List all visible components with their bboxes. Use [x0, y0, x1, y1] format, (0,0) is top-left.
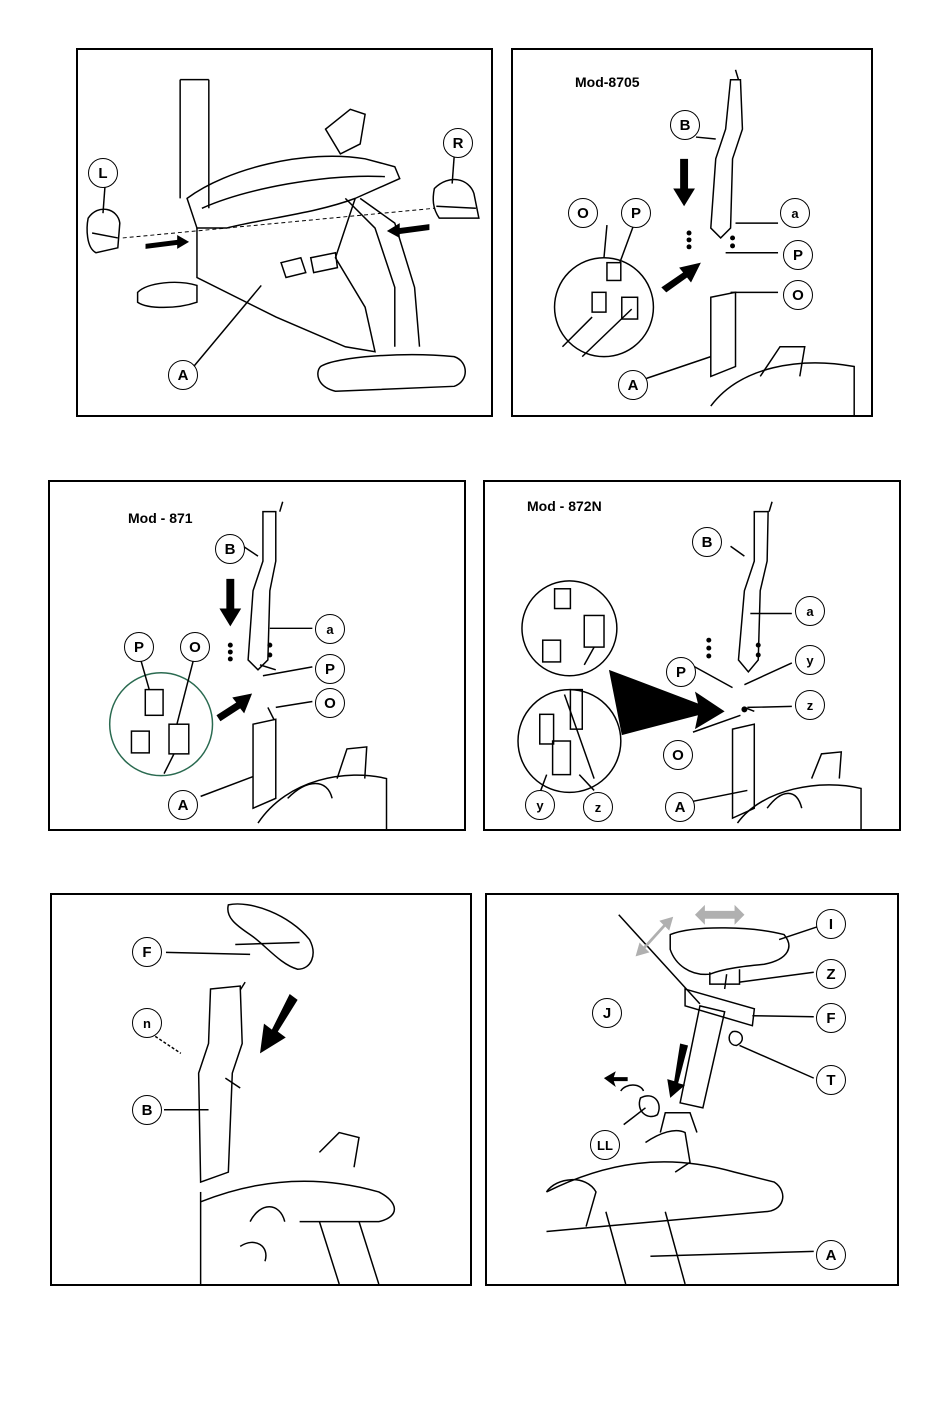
label-P: P — [783, 240, 813, 270]
post-connection-drawing-872n — [485, 482, 899, 829]
label-A: A — [816, 1240, 846, 1270]
label-a: a — [315, 614, 345, 644]
label-B: B — [670, 110, 700, 140]
panel-mod-8705: Mod-8705 B O P a P O A — [511, 48, 873, 417]
label-B: B — [132, 1095, 162, 1125]
label-LL: LL — [590, 1130, 620, 1160]
panel-handlebar-mount: F n B — [50, 893, 472, 1286]
label-A: A — [168, 790, 198, 820]
label-z-inset: z — [583, 792, 613, 822]
label-a: a — [780, 198, 810, 228]
label-J: J — [592, 998, 622, 1028]
label-A: A — [618, 370, 648, 400]
panel-seat-mount: I Z J F T LL A — [485, 893, 899, 1286]
label-O: O — [783, 280, 813, 310]
handlebar-mount-drawing — [52, 895, 470, 1284]
panel-mod-871: Mod - 871 B a P O P O A — [48, 480, 466, 831]
label-L: L — [88, 158, 118, 188]
label-B: B — [215, 534, 245, 564]
label-B: B — [692, 527, 722, 557]
panel-mod-872n: Mod - 872N B a P y z O A y z — [483, 480, 901, 831]
label-A: A — [168, 360, 198, 390]
label-F: F — [132, 937, 162, 967]
label-P-inset: P — [621, 198, 651, 228]
label-P: P — [666, 657, 696, 687]
model-label: Mod - 871 — [128, 510, 193, 526]
label-a: a — [795, 596, 825, 626]
post-connection-drawing-8705 — [513, 50, 871, 415]
label-I: I — [816, 909, 846, 939]
label-y: y — [795, 645, 825, 675]
panel-pedals: L R A — [76, 48, 493, 417]
label-n: n — [132, 1008, 162, 1038]
label-Z: Z — [816, 959, 846, 989]
model-label: Mod - 872N — [527, 498, 602, 514]
label-A: A — [665, 792, 695, 822]
label-T: T — [816, 1065, 846, 1095]
model-label: Mod-8705 — [575, 74, 640, 90]
bike-frame-pedals-drawing — [78, 50, 491, 415]
label-O: O — [315, 688, 345, 718]
label-P-inset: P — [124, 632, 154, 662]
label-z: z — [795, 690, 825, 720]
label-y-inset: y — [525, 790, 555, 820]
label-O-inset: O — [180, 632, 210, 662]
label-O-inset: O — [568, 198, 598, 228]
label-R: R — [443, 128, 473, 158]
post-connection-drawing-871 — [50, 482, 464, 829]
label-P: P — [315, 654, 345, 684]
label-O: O — [663, 740, 693, 770]
label-F: F — [816, 1003, 846, 1033]
